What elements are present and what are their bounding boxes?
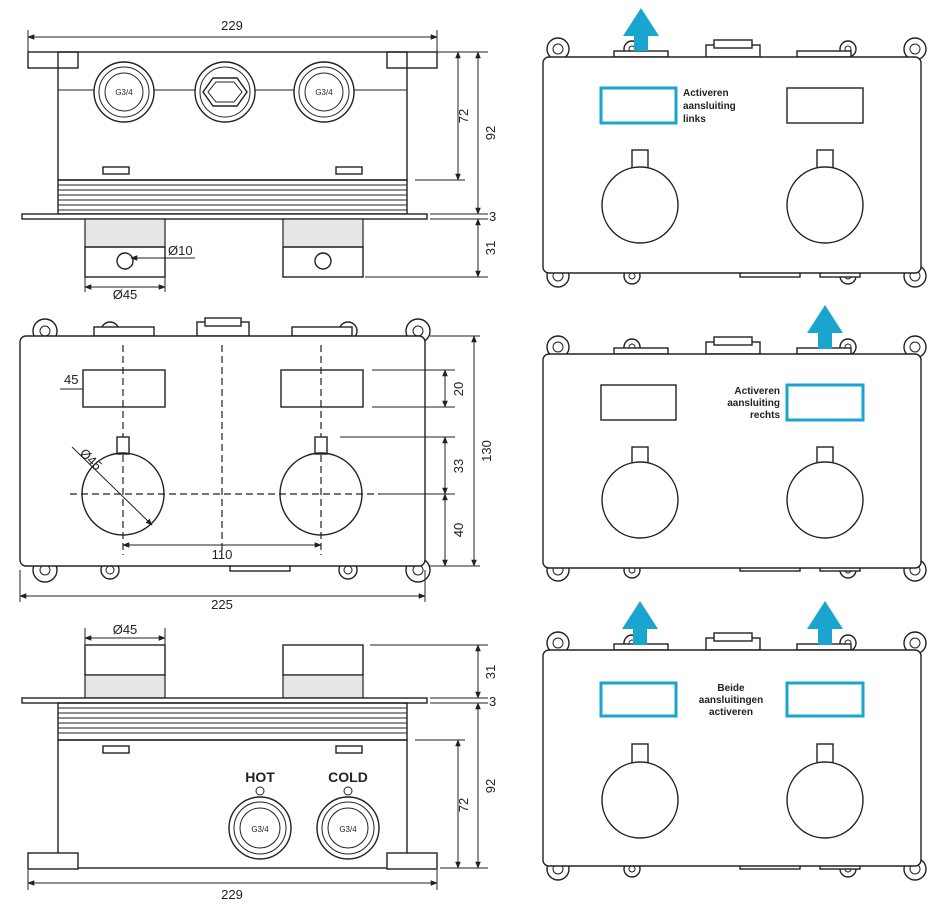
variant-line1: Activeren (734, 386, 780, 397)
thread-port-cold: G3/4 (316, 796, 380, 860)
variant-line2: aansluitingen (699, 695, 763, 706)
dim-top-31: 31 (483, 241, 498, 255)
arrow-up-icon (807, 305, 843, 349)
dim-front-225: 225 (211, 597, 233, 612)
thread-port-left: G3/4 (93, 61, 155, 123)
front-view: Ø45 45 20 33 40 130 110 225 (19, 317, 494, 612)
arrow-up-icon (807, 601, 843, 645)
dim-top-dia-45: Ø45 (113, 287, 138, 302)
dim-bottom-92: 92 (483, 779, 498, 793)
dim-bottom-3: 3 (489, 694, 496, 709)
variant-line2: aansluiting (683, 101, 736, 112)
dim-top-width: 229 (221, 18, 243, 33)
dim-front-45: 45 (64, 372, 78, 387)
dim-bottom-72: 72 (456, 798, 471, 812)
dim-top-72: 72 (456, 109, 471, 123)
dim-top-dia-10: Ø10 (168, 243, 193, 258)
thread-label: G3/4 (339, 825, 357, 834)
dim-top-3: 3 (489, 209, 496, 224)
mounting-lugs (546, 37, 927, 288)
thread-port-hot: G3/4 (228, 796, 292, 860)
variant-line3: links (683, 114, 706, 125)
arrow-up-icon (623, 8, 659, 51)
dim-bottom-width: 229 (221, 887, 243, 902)
dim-bottom-31: 31 (483, 665, 498, 679)
variant-left: Activeren aansluiting links (542, 8, 927, 288)
port-hot-label: HOT (245, 769, 275, 785)
top-view: 229 G3/4 G3/4 (21, 18, 498, 302)
variant-both: Beide aansluitingen activeren (542, 601, 927, 881)
dim-top-92: 92 (483, 126, 498, 140)
variant-right: Activeren aansluiting rechts (542, 305, 927, 582)
variant-line1: Beide (717, 683, 745, 694)
thread-ribs (57, 179, 408, 215)
variant-line2: aansluiting (727, 398, 780, 409)
arrow-up-icon (622, 601, 658, 645)
bottom-view: Ø45 HOT COLD G3/4 (21, 622, 498, 902)
dim-front-40: 40 (451, 523, 466, 537)
hex-nut-icon (194, 61, 256, 123)
thread-port-right: G3/4 (293, 61, 355, 123)
thread-ribs (57, 702, 408, 741)
dim-front-130: 130 (479, 440, 494, 462)
dim-bottom-dia-45: Ø45 (113, 622, 138, 637)
thread-label: G3/4 (315, 88, 333, 97)
dim-front-110: 110 (212, 547, 233, 562)
variant-line3: activeren (709, 707, 753, 718)
thread-label: G3/4 (115, 88, 133, 97)
variant-line1: Activeren (683, 88, 729, 99)
port-cold-label: COLD (328, 769, 368, 785)
variant-line3: rechts (750, 410, 780, 421)
dim-front-20: 20 (451, 382, 466, 396)
thread-label: G3/4 (251, 825, 269, 834)
dim-front-33: 33 (451, 459, 466, 473)
